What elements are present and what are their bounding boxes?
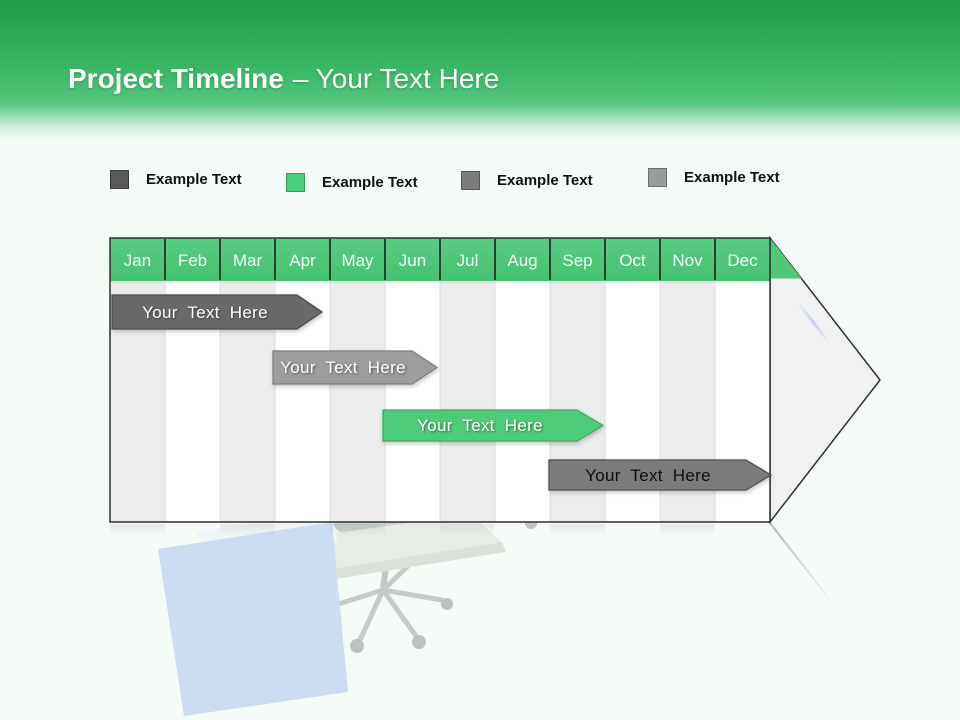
legend-label: Example Text bbox=[146, 171, 242, 188]
table-border bbox=[109, 237, 771, 523]
legend-swatch-light-gray bbox=[648, 168, 667, 187]
month-label-jul: Jul bbox=[457, 251, 479, 270]
column-divider-lines bbox=[164, 281, 716, 522]
task-bars: Your Text Here Your Text Here Your Text … bbox=[111, 294, 773, 491]
page-title-main: Project Timeline bbox=[68, 63, 284, 94]
month-label-apr: Apr bbox=[289, 251, 316, 270]
cabinet-front bbox=[158, 522, 348, 716]
month-header-dividers bbox=[164, 239, 716, 280]
task-bar-2-label: Your Text Here bbox=[280, 358, 406, 377]
month-label-jan: Jan bbox=[124, 251, 151, 270]
arrow-reflection bbox=[769, 522, 836, 607]
task-bar-4 bbox=[548, 459, 773, 491]
page-title: Project Timeline – Your Text Here bbox=[68, 62, 499, 96]
month-label-aug: Aug bbox=[507, 251, 537, 270]
month-label-dec: Dec bbox=[727, 251, 758, 270]
header-band: Project Timeline – Your Text Here bbox=[0, 0, 960, 140]
month-label-nov: Nov bbox=[672, 251, 703, 270]
legend-label: Example Text bbox=[322, 174, 418, 191]
month-label-mar: Mar bbox=[233, 251, 263, 270]
chair-post bbox=[380, 541, 393, 589]
desk-edge bbox=[262, 542, 506, 590]
task-bar-2 bbox=[272, 350, 439, 385]
arrow-head-green-sliver bbox=[771, 239, 802, 279]
legend-swatch-gray bbox=[461, 171, 480, 190]
legend-item-2: Example Text bbox=[286, 173, 418, 192]
legend-label: Example Text bbox=[497, 172, 593, 189]
month-label-may: May bbox=[341, 251, 374, 270]
month-label-feb: Feb bbox=[178, 251, 207, 270]
task-bar-3 bbox=[382, 409, 605, 442]
task-bar-4-label: Your Text Here bbox=[585, 466, 711, 485]
month-label-jun: Jun bbox=[399, 251, 426, 270]
table-reflection bbox=[110, 524, 770, 538]
timeline-graphic: Jan Feb Mar Apr May Jun Jul Aug Sep Oct … bbox=[108, 235, 888, 533]
legend-swatch-dark-gray bbox=[110, 170, 129, 189]
month-labels: Jan Feb Mar Apr May Jun Jul Aug Sep Oct … bbox=[124, 251, 758, 270]
month-label-oct: Oct bbox=[619, 251, 646, 270]
arrow-head bbox=[769, 235, 881, 525]
legend-item-1: Example Text bbox=[110, 170, 242, 189]
task-bar-1 bbox=[111, 294, 324, 330]
page-title-sub: – Your Text Here bbox=[292, 63, 500, 94]
legend-item-3: Example Text bbox=[461, 171, 593, 190]
legend-item-4: Example Text bbox=[648, 168, 780, 187]
chair-legs bbox=[329, 563, 445, 643]
task-bar-1-label: Your Text Here bbox=[142, 303, 268, 322]
legend-swatch-green bbox=[286, 173, 305, 192]
task-bar-3-label: Your Text Here bbox=[417, 416, 543, 435]
month-label-sep: Sep bbox=[562, 251, 592, 270]
legend-label: Example Text bbox=[684, 169, 780, 186]
